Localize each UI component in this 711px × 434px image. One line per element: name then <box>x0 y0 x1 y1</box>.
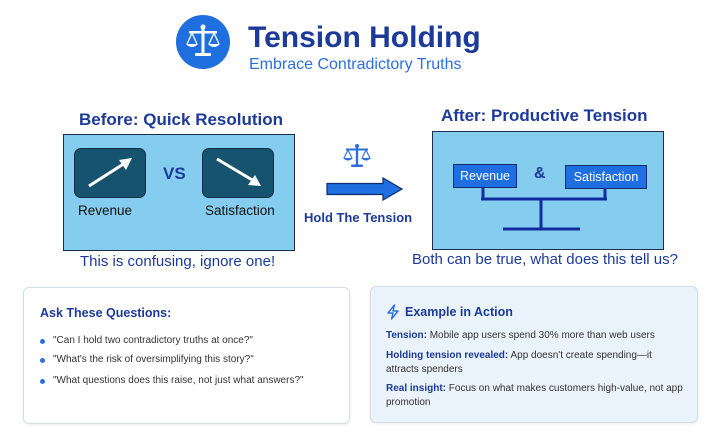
hold-tension-label: Hold The Tension <box>304 210 413 225</box>
example-title: Example in Action <box>405 305 513 319</box>
vs-label: VS <box>163 164 186 183</box>
lightning-icon <box>387 304 399 320</box>
header-logo <box>176 15 230 69</box>
after-panel: Revenue & Satisfaction <box>432 131 664 250</box>
after-satisfaction-box: Satisfaction <box>565 165 647 189</box>
before-caption: This is confusing, ignore one! <box>80 253 276 270</box>
before-satisfaction-label: Satisfaction <box>205 203 275 218</box>
page-title: Tension Holding <box>248 21 481 54</box>
page-subtitle: Embrace Contradictory Truths <box>249 56 462 73</box>
example-item-text: App doesn't create spending—it attracts … <box>386 350 652 375</box>
example-item: Holding tension revealed: App doesn't cr… <box>386 349 684 377</box>
example-item-label: Holding tension revealed: <box>386 350 509 361</box>
ampersand-label: & <box>534 165 546 182</box>
balance-beam-icon <box>481 187 607 231</box>
arrow-down-right-icon <box>216 157 261 186</box>
example-item-text: Mobile app users spend 30% more than web… <box>429 330 655 341</box>
question-item: "What's the risk of oversimplifying this… <box>53 354 254 365</box>
example-item-text: Focus on what makes customers high-value… <box>386 383 683 408</box>
bullet-dot <box>40 379 45 384</box>
questions-card: Ask These Questions: "Can I hold two con… <box>23 287 350 424</box>
example-item-label: Real insight: <box>386 383 447 394</box>
example-item: Tension: Mobile app users spend 30% more… <box>386 329 684 343</box>
before-revenue-label: Revenue <box>78 203 133 218</box>
bullet-dot <box>40 358 45 363</box>
example-item-label: Tension: <box>386 330 427 341</box>
question-item: "What questions does this raise, not jus… <box>53 375 304 386</box>
question-item: "Can I hold two contradictory truths at … <box>53 335 253 346</box>
arrow-right-icon <box>326 177 404 201</box>
scale-small-icon <box>343 144 371 167</box>
questions-title: Ask These Questions: <box>40 306 172 320</box>
after-title: After: Productive Tension <box>441 106 648 125</box>
revenue-tile <box>74 148 146 198</box>
arrow-up-right-icon <box>88 158 132 188</box>
after-revenue-box: Revenue <box>453 164 517 188</box>
example-item: Real insight: Focus on what makes custom… <box>386 382 684 410</box>
example-card: Example in Action Tension: Mobile app us… <box>370 286 698 423</box>
satisfaction-tile <box>202 148 274 198</box>
bullet-dot <box>40 339 45 344</box>
before-title: Before: Quick Resolution <box>79 110 284 129</box>
before-panel: VS Revenue Satisfaction <box>63 134 295 251</box>
scale-icon <box>186 24 220 56</box>
after-caption: Both can be true, what does this tell us… <box>412 251 678 268</box>
